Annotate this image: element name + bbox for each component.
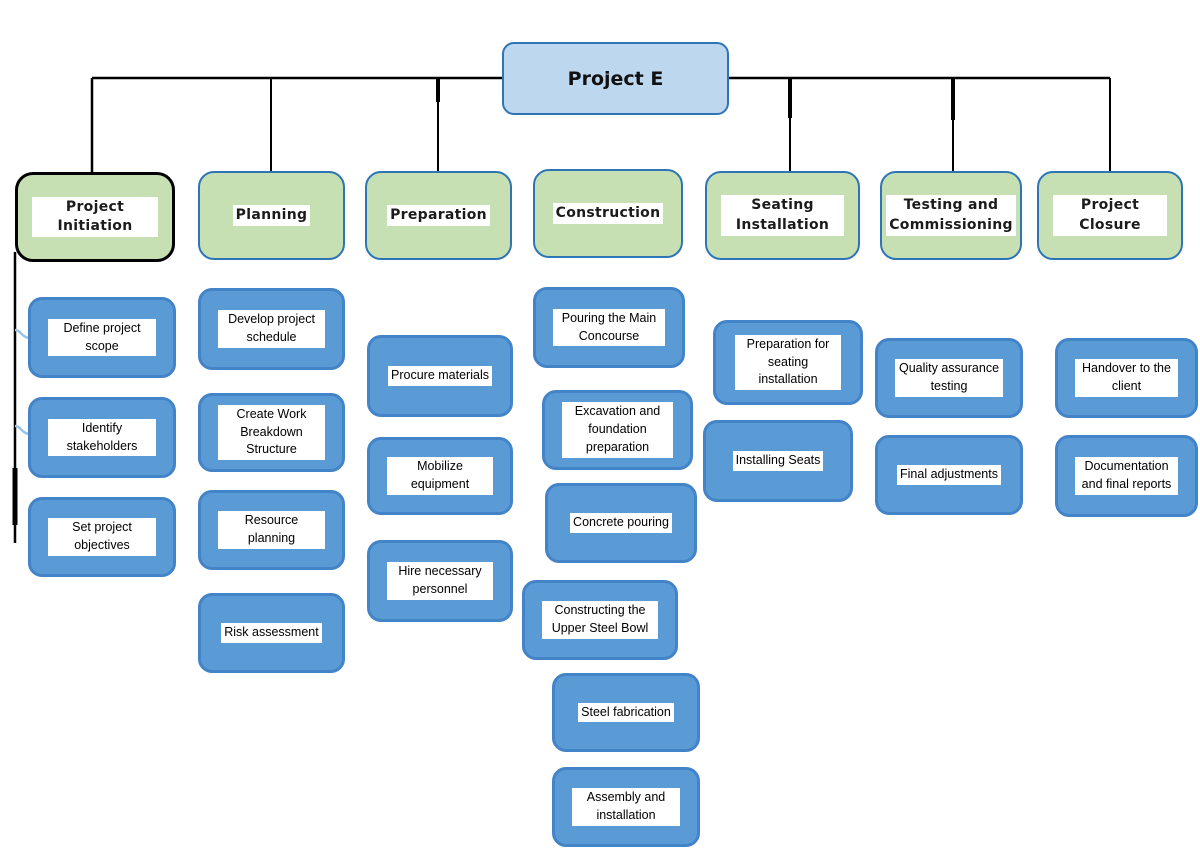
- task-label: Set project objectives: [48, 518, 156, 556]
- phase-testing-and-commissioning[interactable]: Testing and Commissioning: [880, 171, 1022, 260]
- task-label: Identify stakeholders: [48, 418, 156, 457]
- task-label: Create Work Breakdown Structure: [218, 404, 325, 461]
- task-hire-necessary-personnel[interactable]: Hire necessary personnel: [367, 540, 513, 622]
- task-label: Excavation and foundation preparation: [562, 402, 673, 458]
- phase-label: Project Initiation: [32, 196, 158, 238]
- task-label: Hire necessary personnel: [387, 562, 493, 600]
- task-excavation-and-foundation-preparation[interactable]: Excavation and foundation preparation: [542, 390, 693, 470]
- phase-label: Project Closure: [1053, 195, 1167, 236]
- task-label: Constructing the Upper Steel Bowl: [542, 601, 658, 639]
- phase-seating-installation[interactable]: Seating Installation: [705, 171, 860, 260]
- task-set-project-objectives[interactable]: Set project objectives: [28, 497, 176, 577]
- task-label: Risk assessment: [221, 623, 322, 643]
- task-assembly-and-installation[interactable]: Assembly and installation: [552, 767, 700, 847]
- task-mobilize-equipment[interactable]: Mobilize equipment: [367, 437, 513, 515]
- task-final-adjustments[interactable]: Final adjustments: [875, 435, 1023, 515]
- task-label: Final adjustments: [897, 465, 1001, 485]
- task-label: Assembly and installation: [572, 788, 680, 826]
- task-label: Handover to the client: [1075, 359, 1178, 397]
- phase-label: Testing and Commissioning: [886, 195, 1016, 236]
- phase-project-initiation[interactable]: Project Initiation: [15, 172, 175, 262]
- phase-construction[interactable]: Construction: [533, 169, 683, 258]
- phase-label: Planning: [232, 204, 311, 227]
- task-label: Develop project schedule: [218, 310, 325, 348]
- root-node-label: Project E: [567, 67, 664, 90]
- task-label: Documentation and final reports: [1075, 457, 1178, 495]
- task-create-work-breakdown-structure[interactable]: Create Work Breakdown Structure: [198, 393, 345, 472]
- task-risk-assessment[interactable]: Risk assessment: [198, 593, 345, 673]
- task-label: Pouring the Main Concourse: [553, 308, 665, 347]
- task-procure-materials[interactable]: Procure materials: [367, 335, 513, 417]
- task-pouring-the-main-concourse[interactable]: Pouring the Main Concourse: [533, 287, 685, 368]
- task-label: Installing Seats: [732, 451, 824, 471]
- task-label: Steel fabrication: [578, 702, 674, 723]
- task-installing-seats[interactable]: Installing Seats: [703, 420, 853, 502]
- task-label: Resource planning: [218, 511, 325, 549]
- phase-project-closure[interactable]: Project Closure: [1037, 171, 1183, 260]
- root-node-project-e[interactable]: Project E: [502, 42, 729, 115]
- task-label: Quality assurance testing: [895, 359, 1003, 397]
- task-label: Define project scope: [48, 318, 156, 357]
- task-label: Procure materials: [388, 366, 492, 386]
- task-define-project-scope[interactable]: Define project scope: [28, 297, 176, 378]
- task-resource-planning[interactable]: Resource planning: [198, 490, 345, 570]
- phase-preparation[interactable]: Preparation: [365, 171, 512, 260]
- phase-label: Preparation: [387, 204, 490, 227]
- task-handover-to-the-client[interactable]: Handover to the client: [1055, 338, 1198, 418]
- task-label: Mobilize equipment: [387, 457, 493, 495]
- task-develop-project-schedule[interactable]: Develop project schedule: [198, 288, 345, 370]
- phase-label: Construction: [552, 202, 664, 225]
- task-documentation-and-final-reports[interactable]: Documentation and final reports: [1055, 435, 1198, 517]
- task-quality-assurance-testing[interactable]: Quality assurance testing: [875, 338, 1023, 418]
- task-identify-stakeholders[interactable]: Identify stakeholders: [28, 397, 176, 478]
- phase-label: Seating Installation: [721, 195, 844, 236]
- phase-planning[interactable]: Planning: [198, 171, 345, 260]
- task-steel-fabrication[interactable]: Steel fabrication: [552, 673, 700, 752]
- task-preparation-for-seating-installation[interactable]: Preparation for seating installation: [713, 320, 863, 405]
- task-label: Concrete pouring: [570, 513, 672, 533]
- task-constructing-the-upper-steel-bowl[interactable]: Constructing the Upper Steel Bowl: [522, 580, 678, 660]
- task-label: Preparation for seating installation: [735, 334, 841, 391]
- task-concrete-pouring[interactable]: Concrete pouring: [545, 483, 697, 563]
